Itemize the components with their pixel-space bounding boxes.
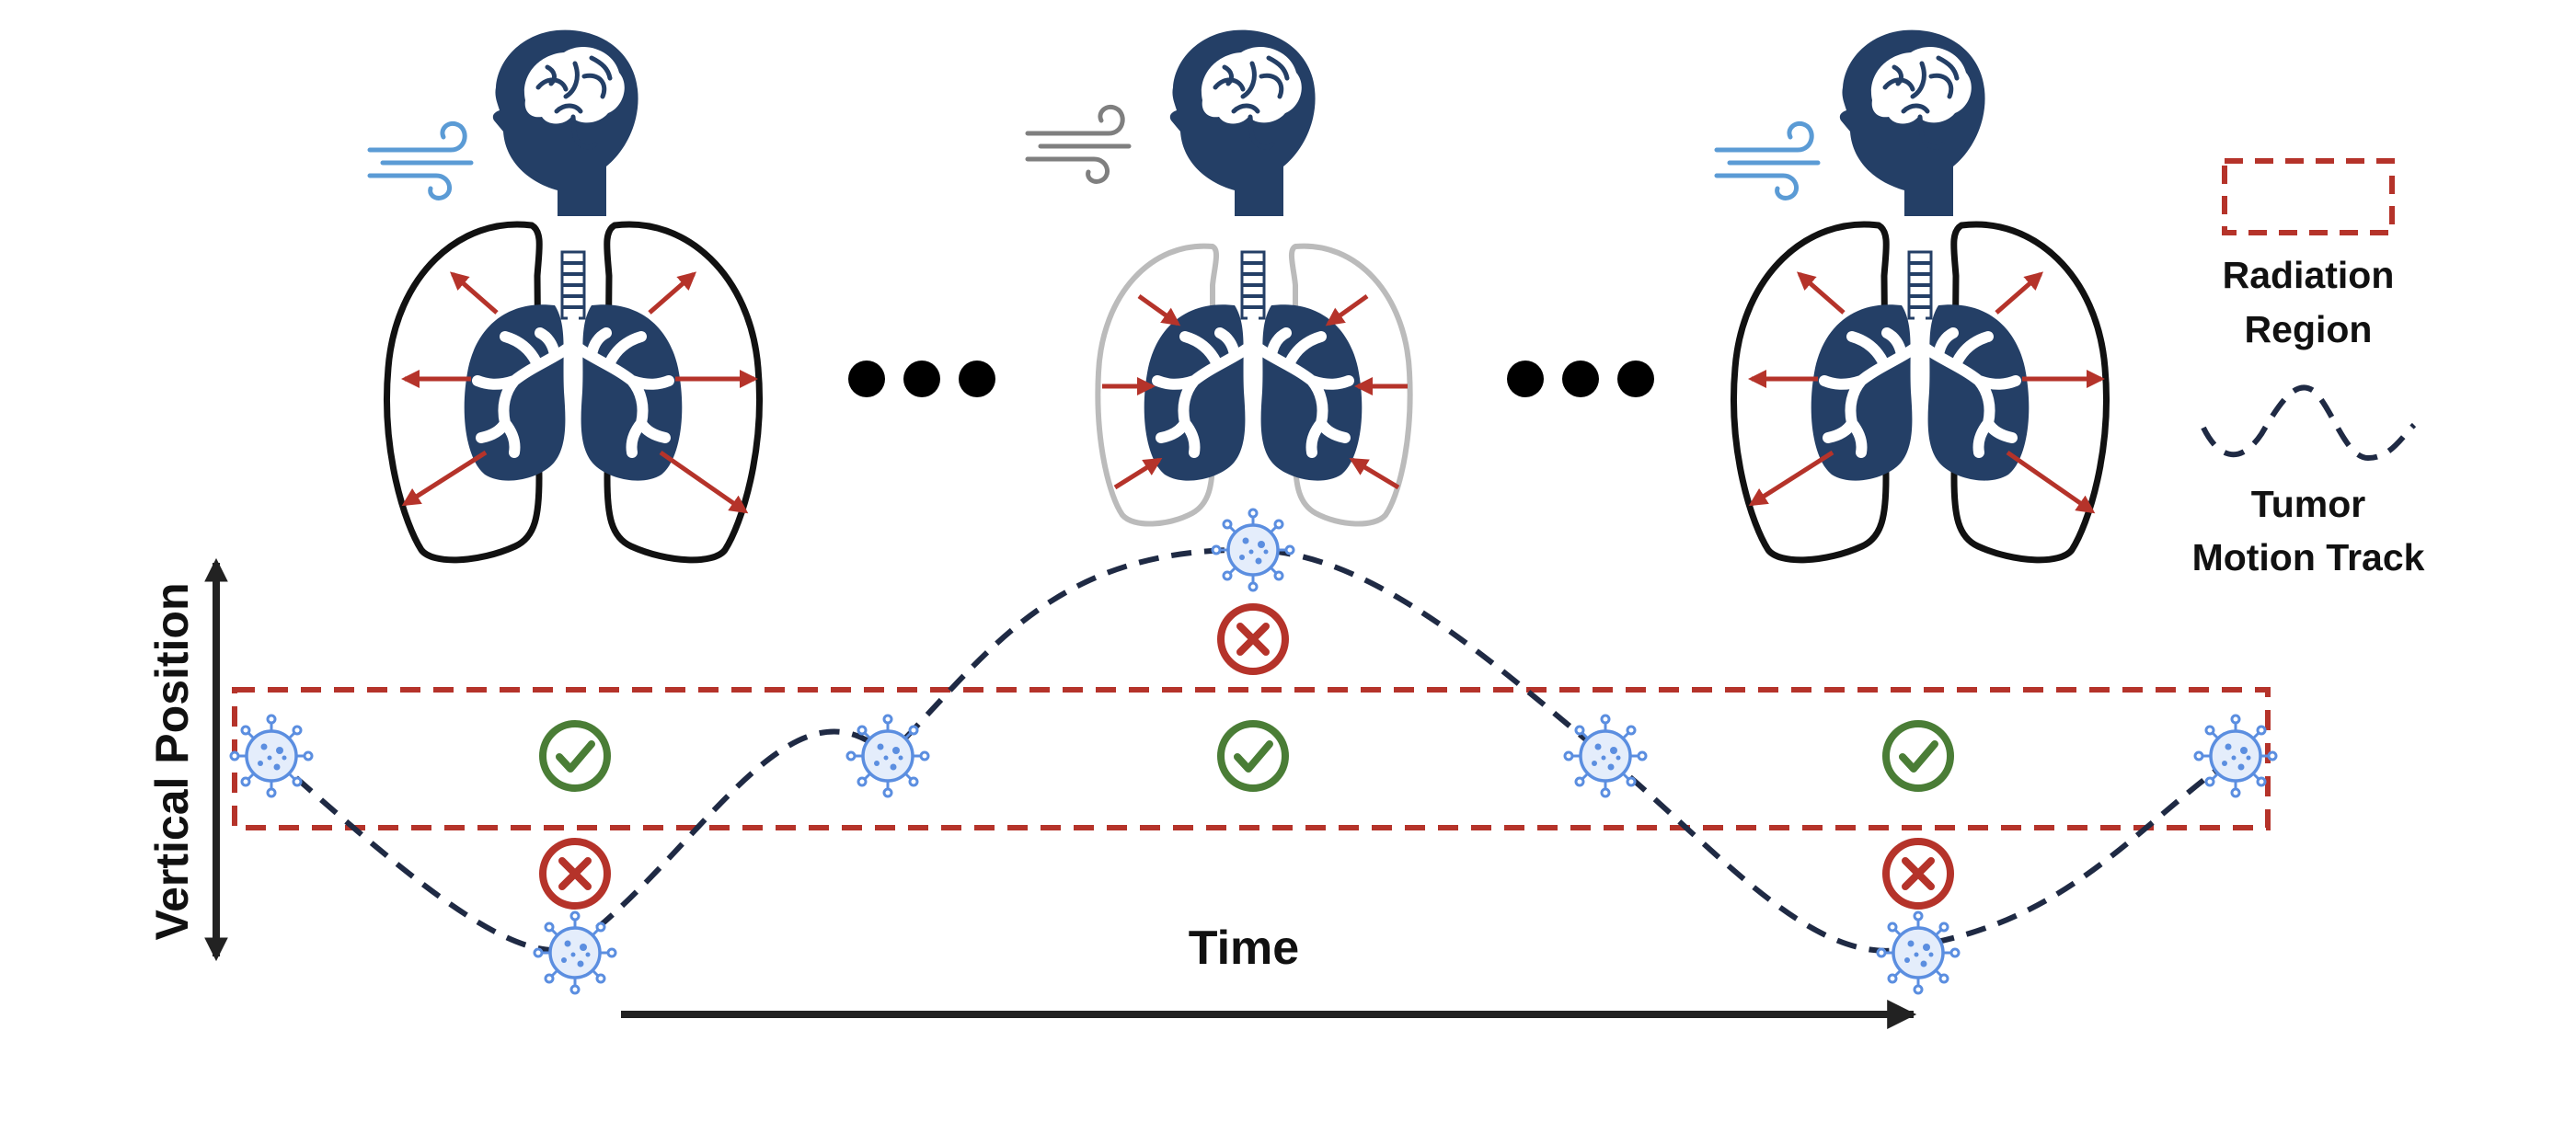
- ellipsis-dots-right: [1507, 361, 1654, 397]
- expansion-arrows: [1748, 271, 2105, 514]
- head-brain-icon: [493, 30, 638, 216]
- tumor-virus-icon: [1563, 714, 1648, 798]
- tumor-virus-icon: [229, 714, 314, 798]
- head-brain-icon: [1840, 30, 1985, 216]
- expanded-lung-outline-left: [1731, 221, 1890, 564]
- check-circle-icon: [1221, 724, 1285, 788]
- legend-radiation-label-line1: Radiation: [2223, 254, 2395, 296]
- breath-wind-icon: [1717, 123, 1818, 198]
- expansion-arrows: [401, 271, 758, 514]
- lungs-icon: [1095, 243, 1413, 527]
- expanded-lung-outline-right: [604, 221, 763, 564]
- tumor-virus-icon: [2193, 714, 2278, 798]
- cross-circle-icon: [1221, 607, 1285, 671]
- head-brain-icon: [1170, 30, 1316, 216]
- cross-circle-icon: [1886, 842, 1950, 906]
- phase-inhale-right: [1717, 30, 2110, 564]
- expanded-lung-outline-left: [384, 221, 543, 564]
- phase-inhale-left: [370, 30, 763, 564]
- time-label: Time: [1189, 922, 1299, 975]
- status-marks: [543, 607, 1950, 906]
- ellipsis-dots-left: [848, 361, 995, 397]
- legend: Radiation Region Tumor Motion Track: [2192, 158, 2425, 578]
- tumor-virus-icon: [1211, 508, 1295, 592]
- breath-wind-icon: [1028, 107, 1129, 181]
- vertical-position-label: Vertical Position: [146, 582, 198, 940]
- legend-tumor-label-line2: Motion Track: [2192, 536, 2425, 578]
- legend-radiation-label-line2: Region: [2245, 308, 2373, 350]
- cross-circle-icon: [543, 842, 607, 906]
- lungs-icon: [1731, 221, 2110, 564]
- breath-wind-icon: [370, 123, 471, 198]
- contraction-arrows: [1102, 293, 1408, 490]
- legend-tumor-track-swatch: [2201, 384, 2417, 462]
- check-circle-icon: [543, 724, 607, 788]
- tumor-virus-icon: [845, 714, 930, 798]
- legend-radiation-region-swatch: [2222, 158, 2395, 235]
- legend-tumor-label-line1: Tumor: [2251, 483, 2366, 525]
- check-circle-icon: [1886, 724, 1950, 788]
- motion-plot: Vertical Position Time: [146, 508, 2278, 1029]
- tumor-virus-icon: [1876, 910, 1961, 995]
- expanded-lung-outline-right: [1950, 221, 2110, 564]
- lungs-icon: [384, 221, 763, 564]
- tumor-virus-icon: [533, 910, 617, 995]
- phase-exhale-middle: [1028, 30, 1413, 527]
